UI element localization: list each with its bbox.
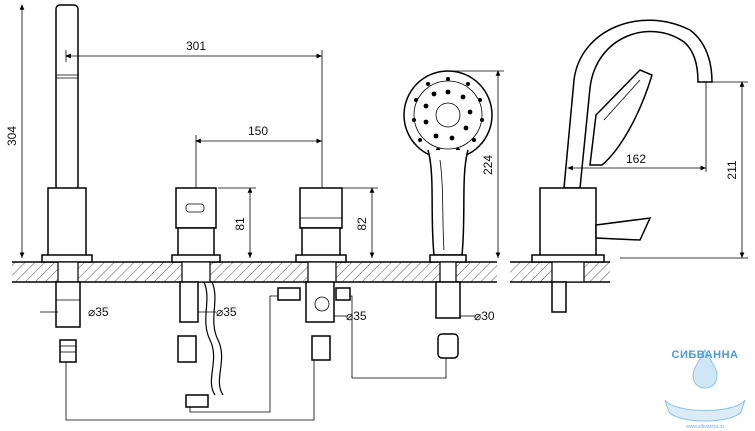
dim-handshower-height: 224 [481,155,495,175]
watermark-url: www.sibvanna.ru [686,424,724,430]
dim-spout-height: 211 [725,160,739,179]
dim-valve-height-b: 82 [355,217,369,231]
spout-side-view [531,19,713,313]
dim-spout-reach: 162 [626,152,646,166]
dia-handshower: ⌀30 [474,309,495,323]
dia-valve-a: ⌀35 [216,305,237,319]
mixing-valve-right [277,187,351,361]
watermark-logo: СИБВАННА www.sibvanna.ru [664,348,746,430]
hand-shower [403,70,493,359]
dia-holder: ⌀35 [88,305,109,319]
deck-surface [12,261,610,283]
dimension-lines [19,4,748,317]
dim-shower-height: 304 [5,126,19,146]
shower-holder [41,4,93,363]
mixing-valve-left [171,187,224,408]
dim-spacing-total: 301 [186,39,206,53]
watermark-brand: СИБВАННА [672,349,739,361]
dia-valve-b: ⌀35 [346,309,367,323]
dim-valve-height-a: 81 [233,217,247,231]
dim-spacing-valve: 150 [248,124,268,138]
connection-lines [65,295,447,421]
